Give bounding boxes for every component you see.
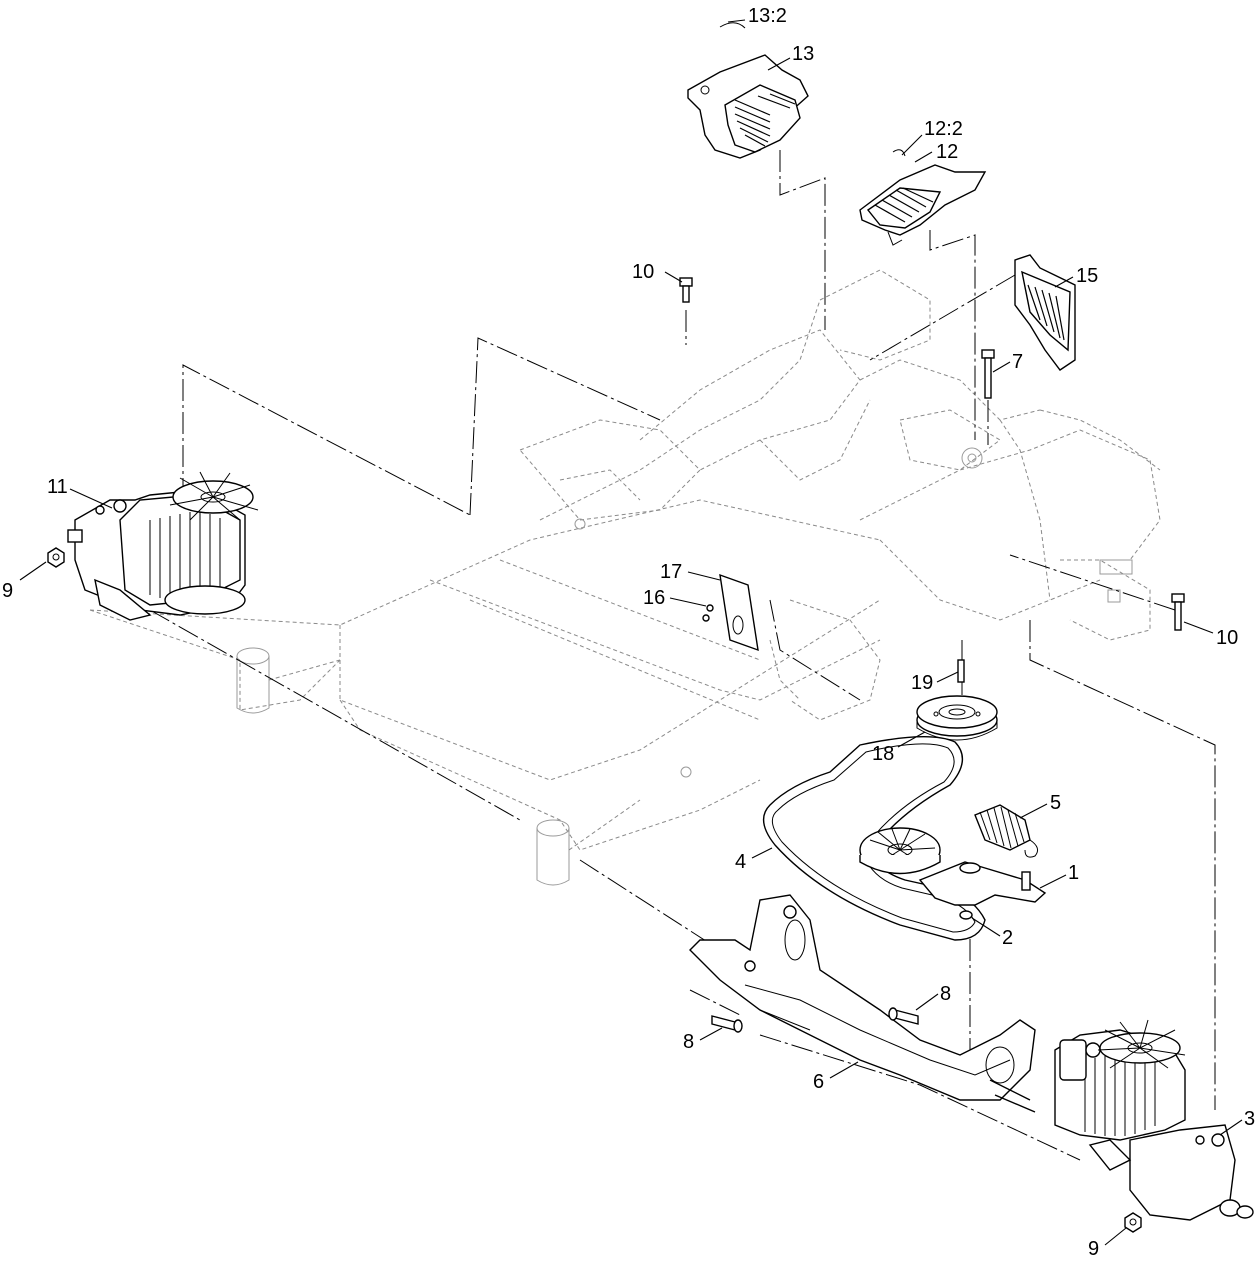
callout-3: 3 <box>1244 1108 1255 1130</box>
part-19-pin <box>957 659 965 683</box>
callout-12: 12 <box>936 141 958 163</box>
part-17-plate <box>702 573 759 652</box>
callout-8-right: 8 <box>940 983 951 1005</box>
callout-1: 1 <box>1068 862 1079 884</box>
alignment-lines <box>149 150 1216 1161</box>
callout-15: 15 <box>1076 265 1098 287</box>
part-6-bracket <box>689 894 1036 1113</box>
callout-5: 5 <box>1050 792 1061 814</box>
frame-assembly-ghost <box>89 269 1161 886</box>
callout-2: 2 <box>1002 927 1013 949</box>
part-8-pin-right <box>888 1007 919 1025</box>
callout-4: 4 <box>735 851 746 873</box>
callout-12-2: 12:2 <box>924 118 963 140</box>
part-9-nut-left <box>47 547 65 568</box>
leader-lines <box>19 19 1243 1246</box>
part-7-bolt <box>981 349 995 399</box>
part-13-shield <box>687 22 809 159</box>
callout-13-2: 13:2 <box>748 5 787 27</box>
part-15-shield <box>1014 254 1076 371</box>
part-11-left-transaxle <box>67 471 259 621</box>
callout-6: 6 <box>813 1071 824 1093</box>
callout-7: 7 <box>1012 351 1023 373</box>
callout-8-left: 8 <box>683 1031 694 1053</box>
callouts: 13:2 13 12:2 12 15 10 7 11 9 17 16 10 19… <box>2 5 1255 1260</box>
part-5-spring <box>974 804 1039 858</box>
callout-9-right: 9 <box>1088 1238 1099 1260</box>
part-10-bolt-top <box>679 277 693 303</box>
part-3-right-transaxle <box>1054 1019 1254 1221</box>
callout-16: 16 <box>643 587 665 609</box>
callout-17: 17 <box>660 561 682 583</box>
part-10-bolt-right <box>1171 593 1185 631</box>
part-8-pin-left <box>711 1015 743 1033</box>
callout-11: 11 <box>47 476 68 498</box>
callout-18: 18 <box>872 743 894 765</box>
part-9-nut-right <box>1124 1212 1142 1233</box>
callout-13: 13 <box>792 43 814 65</box>
callout-10-right: 10 <box>1216 627 1238 649</box>
part-12-shield <box>859 149 987 246</box>
callout-19: 19 <box>911 672 933 694</box>
callout-9-left: 9 <box>2 580 13 602</box>
part-18-pulley <box>916 695 998 741</box>
part-1-idler-arm <box>859 827 1047 920</box>
callout-10-top: 10 <box>632 261 654 283</box>
